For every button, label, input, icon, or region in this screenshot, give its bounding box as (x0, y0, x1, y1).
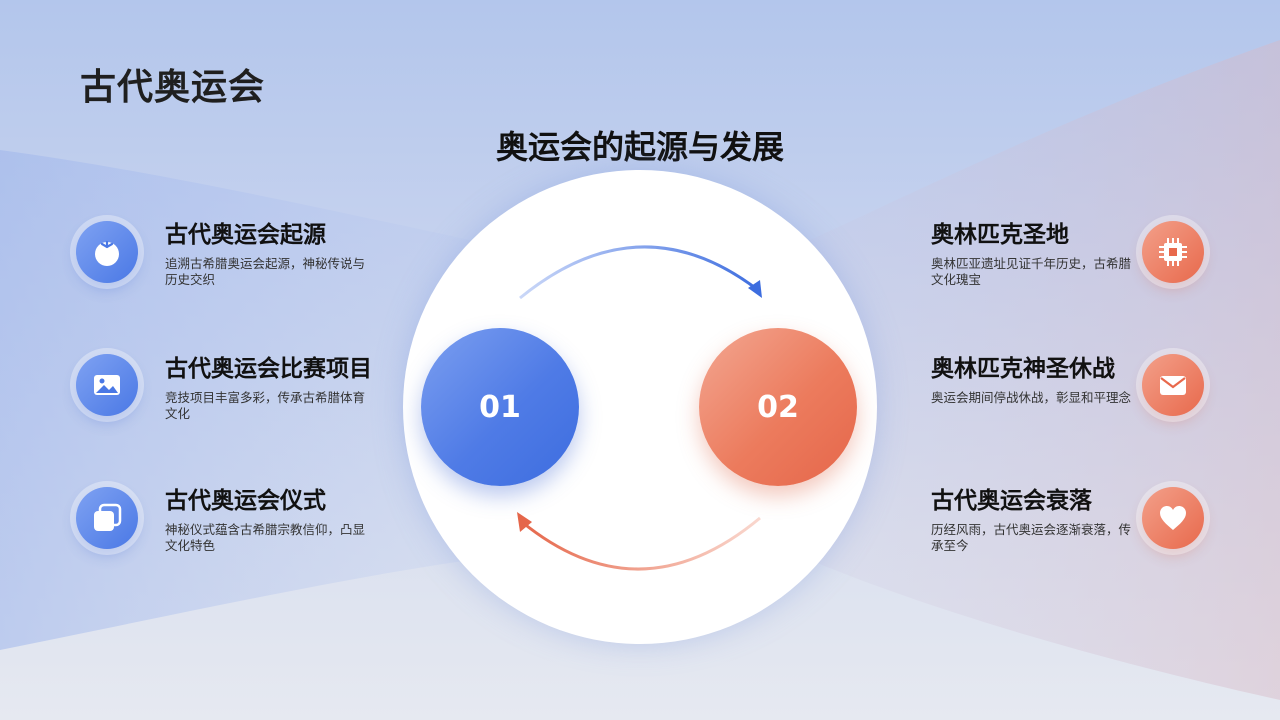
left-item-events: 古代奥运会比赛项目 竞技项目丰富多彩，传承古希腊体育文化 (165, 354, 372, 422)
bottom-arc-arrow (521, 516, 761, 571)
step-node-01: 01 (421, 328, 579, 486)
envelope-icon (1142, 354, 1204, 416)
tomato-icon (76, 221, 138, 283)
right-item-decline: 古代奥运会衰落 历经风雨，古代奥运会逐渐衰落，传承至今 (931, 486, 1131, 554)
item-description: 神秘仪式蕴含古希腊宗教信仰，凸显文化特色 (165, 522, 366, 553)
slide-title: 古代奥运会 (80, 67, 266, 108)
left-item-ceremony: 古代奥运会仪式 神秘仪式蕴含古希腊宗教信仰，凸显文化特色 (165, 486, 365, 554)
top-arc-arrow (519, 245, 759, 300)
top-arrowhead-icon (748, 280, 762, 298)
heart-icon (1142, 487, 1204, 549)
right-item-sacred-site: 奥林匹克圣地 奥林匹亚遗址见证千年历史，古希腊文化瑰宝 (931, 220, 1131, 288)
item-heading: 奥林匹克圣地 (931, 222, 1069, 248)
image-icon (76, 354, 138, 416)
item-description: 奥运会期间停战休战，彰显和平理念 (931, 390, 1132, 405)
step-node-02: 02 (699, 328, 857, 486)
item-description: 奥林匹亚遗址见证千年历史，古希腊文化瑰宝 (931, 256, 1132, 287)
item-heading: 奥林匹克神圣休战 (931, 356, 1115, 382)
bottom-arrowhead-icon (517, 512, 532, 532)
item-heading: 古代奥运会衰落 (931, 488, 1092, 514)
item-heading: 古代奥运会起源 (165, 222, 326, 248)
diagram-title: 奥运会的起源与发展 (495, 128, 784, 166)
left-item-origin: 古代奥运会起源 追溯古希腊奥运会起源，神秘传说与历史交织 (165, 220, 365, 288)
right-item-truce: 奥林匹克神圣休战 奥运会期间停战休战，彰显和平理念 (931, 354, 1131, 406)
item-heading: 古代奥运会比赛项目 (165, 356, 372, 382)
item-description: 历经风雨，古代奥运会逐渐衰落，传承至今 (931, 522, 1132, 553)
item-description: 竞技项目丰富多彩，传承古希腊体育文化 (165, 390, 366, 421)
item-description: 追溯古希腊奥运会起源，神秘传说与历史交织 (165, 256, 366, 287)
copy-icon (76, 487, 138, 549)
item-heading: 古代奥运会仪式 (165, 488, 326, 514)
chip-icon (1142, 221, 1204, 283)
